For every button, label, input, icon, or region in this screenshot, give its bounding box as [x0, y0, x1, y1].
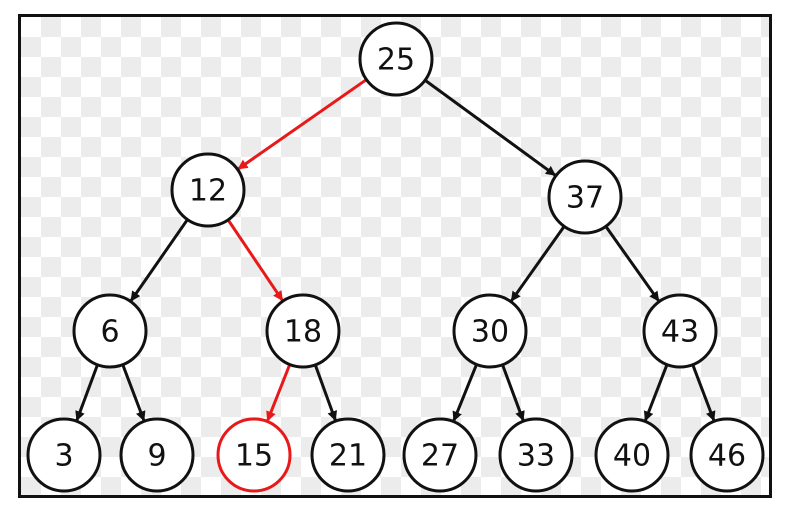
edges-layer: [75, 78, 716, 422]
edge-n30-to-n33: [501, 364, 525, 422]
node-label: 27: [421, 439, 459, 474]
node-circle: [72, 293, 148, 369]
nodes-layer: 25 12 37 6 18 30 43 3 9 15 21 27 33 40 46: [26, 21, 765, 493]
node-circle: [689, 417, 765, 493]
node-label: 25: [377, 43, 415, 78]
node-label: 30: [471, 315, 509, 350]
edge-n25-to-n12-highlighted: [237, 78, 368, 171]
node-circle: [547, 159, 623, 235]
node-circle: [26, 417, 102, 493]
tree-node-21: 21: [310, 417, 386, 493]
node-label: 18: [284, 315, 322, 350]
edge-n18-to-n21: [313, 364, 338, 422]
node-circle: [402, 417, 478, 493]
node-label: 33: [517, 439, 555, 474]
node-label: 37: [566, 181, 604, 216]
node-label: 6: [100, 315, 119, 350]
node-circle: [642, 293, 718, 369]
edge-n12-to-n6: [129, 218, 189, 302]
node-circle: [170, 152, 246, 228]
tree-node-6: 6: [72, 293, 148, 369]
node-label: 43: [661, 315, 699, 350]
edge-n30-to-n27: [452, 363, 478, 422]
node-circle: [119, 417, 195, 493]
edge-n6-to-n3: [75, 364, 99, 422]
binary-search-tree: 25 12 37 6 18 30 43 3 9 15 21 27 33 40 46: [26, 21, 765, 493]
edge-n25-to-n37: [424, 79, 557, 177]
tree-node-37: 37: [547, 159, 623, 235]
edge-n6-to-n9: [121, 364, 146, 422]
node-label: 12: [189, 174, 227, 209]
node-circle: [594, 417, 670, 493]
tree-node-33: 33: [498, 417, 574, 493]
tree-node-30: 30: [452, 293, 528, 369]
node-circle: [265, 293, 341, 369]
tree-node-43: 43: [642, 293, 718, 369]
node-label: 9: [147, 439, 166, 474]
tree-node-46: 46: [689, 417, 765, 493]
node-circle: [310, 417, 386, 493]
tree-node-25: 25: [358, 21, 434, 97]
tree-node-3: 3: [26, 417, 102, 493]
tree-node-9: 9: [119, 417, 195, 493]
node-label: 21: [329, 439, 367, 474]
edge-n43-to-n46: [691, 364, 716, 422]
node-circle: [498, 417, 574, 493]
node-label: 40: [613, 439, 651, 474]
edge-n18-to-n15-highlighted: [266, 363, 292, 422]
edge-n37-to-n30: [510, 225, 566, 302]
tree-diagram-frame: 25 12 37 6 18 30 43 3 9 15 21 27 33 40 46: [18, 14, 772, 498]
tree-node-12: 12: [170, 152, 246, 228]
node-label: 3: [54, 439, 73, 474]
edge-n37-to-n43: [604, 225, 660, 302]
node-label: 46: [708, 439, 746, 474]
node-circle: [216, 417, 292, 493]
tree-node-15-highlighted: 15: [216, 417, 292, 493]
tree-node-18: 18: [265, 293, 341, 369]
edge-n12-to-n18-highlighted: [226, 219, 284, 302]
node-label: 15: [235, 439, 273, 474]
tree-node-40: 40: [594, 417, 670, 493]
edge-n43-to-n40: [643, 364, 669, 422]
tree-node-27: 27: [402, 417, 478, 493]
node-circle: [452, 293, 528, 369]
node-circle: [358, 21, 434, 97]
